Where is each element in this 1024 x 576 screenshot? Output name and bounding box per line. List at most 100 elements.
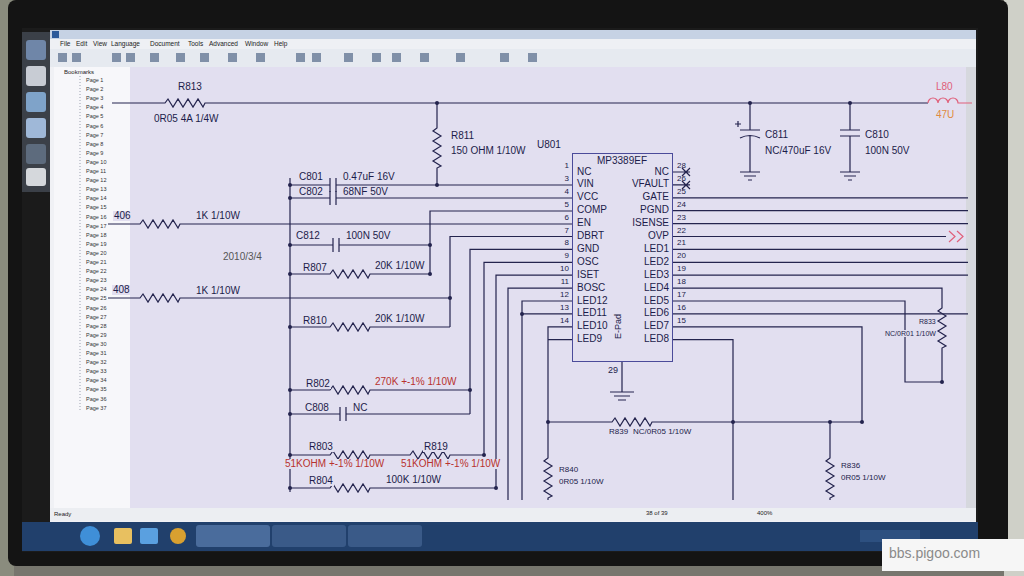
bookmark-item: Page 37 [86, 406, 107, 412]
component-label: C808 [304, 403, 330, 413]
pin-name: ISENSE [632, 218, 669, 228]
pin-number: 8 [565, 239, 569, 247]
bookmark-item: Page 13 [86, 187, 107, 193]
pin-number: 6 [565, 214, 569, 222]
pin-name: LED12 [577, 296, 608, 306]
bookmark-item: Page 35 [86, 387, 107, 393]
pin-number: 24 [677, 201, 686, 209]
page-indicator: 38 of 39 [646, 510, 668, 516]
component-label: 20K 1/10W [374, 314, 425, 324]
junction-dot [520, 312, 524, 316]
wire [430, 211, 572, 274]
wire [673, 198, 968, 275]
app-window [112, 53, 121, 62]
watermark-panel [882, 539, 1024, 571]
app-window [420, 53, 429, 62]
side-dock [26, 92, 46, 112]
app-window [228, 53, 237, 62]
component-label: R803 [308, 442, 334, 452]
pin-name: LED8 [644, 334, 669, 344]
pin-name: LED11 [577, 308, 607, 318]
side-dock [26, 118, 46, 138]
component-label: R839 [608, 428, 629, 436]
component-label: C802 [298, 187, 324, 197]
wire [112, 99, 928, 107]
part-number: MP3389EF [597, 156, 647, 166]
pin-name: EN [577, 218, 591, 228]
zoom-level: 400% [757, 510, 772, 516]
menu-item: Language [111, 41, 140, 48]
component-label: 0R05 4A 1/4W [153, 114, 219, 124]
junction-dot [288, 325, 292, 329]
bookmark-item: Page 11 [86, 169, 106, 175]
component-label: 100N 50V [345, 231, 391, 241]
component-label: 270K +-1% 1/10W [374, 377, 457, 387]
app-window [50, 508, 976, 521]
component-label: R833 [918, 318, 937, 325]
bookmark-item: Page 4 [86, 105, 103, 111]
pin-number: 18 [677, 278, 686, 286]
taskbar [272, 525, 346, 547]
junction-dot [288, 101, 944, 490]
junction-dot [482, 453, 486, 457]
taskbar [170, 528, 186, 544]
pin-name: OSC [577, 257, 599, 267]
component-label: 0R05 1/10W [840, 474, 886, 482]
app-window [456, 53, 465, 62]
bookmark-item: Page 7 [86, 133, 103, 139]
component-label: NC/0R05 1/10W [632, 428, 692, 436]
inductor-symbol [928, 98, 972, 103]
component-label: R813 [177, 82, 203, 92]
bookmark-item: Page 6 [86, 124, 103, 130]
app-window [54, 67, 130, 508]
app-window [256, 53, 265, 62]
menu-item: View [93, 41, 107, 48]
app-window [52, 31, 59, 38]
wire [290, 451, 484, 459]
pin-number: 7 [565, 227, 569, 235]
menu-item: Edit [76, 41, 87, 48]
pin-name: NC [655, 167, 669, 177]
bookmark-item: Page 19 [86, 242, 107, 248]
app-window [966, 67, 976, 508]
pin-number: 28 [677, 162, 686, 170]
bookmark-item: Page 31 [86, 351, 107, 357]
menu-item: Tools [188, 41, 203, 48]
monitor [22, 28, 978, 552]
taskbar [114, 528, 132, 544]
pin-number: 5 [565, 201, 569, 209]
junction-dot [828, 420, 832, 424]
app-window [500, 53, 509, 62]
component-label: C811 [764, 130, 789, 140]
pad-name: E-Pad [614, 314, 623, 339]
junction-dot [860, 420, 864, 424]
app-window [372, 53, 381, 62]
wire [108, 294, 450, 302]
taskbar [80, 526, 100, 546]
pin-number: 11 [561, 278, 569, 286]
pin-name: LED5 [644, 296, 669, 306]
component-label: R802 [305, 379, 331, 389]
bookmark-item: Page 15 [86, 205, 107, 211]
component-label: 2010/3/4 [222, 252, 263, 262]
component-label: NC [352, 403, 368, 413]
app-window [50, 30, 976, 522]
component-label: 0.47uF 16V [342, 172, 396, 182]
side-dock [26, 66, 46, 86]
inductor-symbol [928, 98, 972, 103]
pin-name: LED6 [644, 308, 669, 318]
taskbar [348, 525, 422, 547]
pin-number: 9 [565, 252, 569, 260]
app-window [50, 49, 976, 67]
app-window [58, 53, 537, 62]
app-window [344, 53, 353, 62]
menu-item: File [60, 41, 70, 48]
component-label: 68NF 50V [342, 187, 389, 197]
bookmark-item: Page 21 [86, 260, 107, 266]
component-label: R819 [423, 442, 449, 452]
pin-number: 12 [560, 291, 569, 299]
component-label: 20K 1/10W [374, 261, 425, 271]
